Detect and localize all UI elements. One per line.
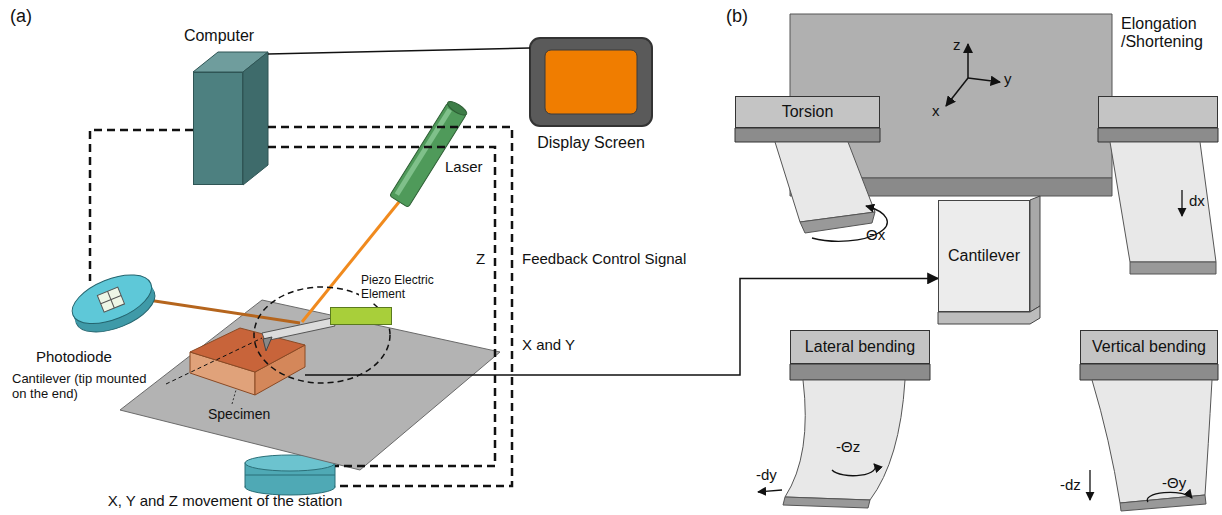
axis-arrows: [946, 78, 968, 106]
node-text: Elongation /Shortening: [1121, 15, 1221, 52]
cantilever-block: [938, 196, 1040, 324]
specimen: Specimen: [190, 328, 305, 395]
cantilever-bar: [263, 337, 272, 351]
vertical-beam: [1092, 380, 1212, 503]
motion-label: -Θz: [836, 438, 860, 455]
cantilever-block: Cantilever: [938, 200, 1030, 312]
panel-label: (b): [726, 6, 748, 27]
connector-label: X and Y: [522, 336, 575, 353]
vertical-beam: [1080, 364, 1218, 380]
computer-case: [193, 52, 268, 185]
vertical-beam: [1147, 492, 1192, 502]
node-text: Piezo Electric Element: [359, 274, 447, 302]
axis-label: x: [932, 102, 940, 119]
elongation-fixture: Elongation /Shortening: [1098, 96, 1218, 128]
axis-arrows: [967, 44, 969, 78]
part-label: Cantilever (tip mounted on the end): [12, 372, 162, 402]
specimen-block: [190, 328, 305, 395]
elongation-beam: [1181, 190, 1182, 216]
connector: [90, 130, 193, 281]
node-text: X, Y and Z movement of the station: [60, 492, 390, 509]
node-text: Photodiode: [36, 348, 112, 365]
display-screen: [530, 38, 652, 126]
node-text: Cantilever: [948, 247, 1020, 265]
vertical-fixture: Vertical bending: [1080, 330, 1218, 364]
photodiode: Photodiode: [66, 275, 156, 330]
connector: [268, 147, 495, 466]
vertical-beam: [1089, 470, 1090, 500]
motion-label: -dz: [1060, 476, 1081, 493]
motion-label: -dy: [756, 466, 777, 483]
cantilever-bar: [262, 318, 335, 351]
elongation-beam: [1110, 142, 1216, 262]
motion-label: dx: [1189, 192, 1205, 209]
lateral-fixture: Lateral bending: [790, 330, 930, 364]
laser-body: [390, 103, 467, 208]
station-base: [245, 475, 335, 476]
vertical-beam: [1120, 495, 1206, 511]
photodiode-body: [97, 287, 124, 312]
elongation-beam: [1098, 128, 1218, 274]
display-screen: [545, 50, 637, 114]
laser-beam: [302, 202, 399, 322]
lateral-beam: [783, 497, 870, 508]
lateral-beam: [790, 364, 930, 380]
vertical-beam: [1080, 364, 1218, 511]
torsion-beam: [735, 128, 880, 142]
station-base: X, Y and Z movement of the station: [245, 460, 335, 490]
cantilever-leader: [166, 338, 262, 384]
cantilever-bar: [262, 318, 335, 341]
computer-box: Computer: [193, 72, 243, 185]
display-screen: Display Screen: [530, 38, 652, 126]
node-text: Torsion: [782, 103, 834, 121]
connector-label: Z: [476, 250, 485, 267]
photodiode-body: [101, 296, 121, 304]
axis-arrows: [946, 44, 1000, 106]
panel-label: (a): [10, 6, 32, 27]
motion-label: -Θy: [1162, 474, 1186, 491]
node-text: Lateral bending: [805, 338, 915, 356]
node-text: Vertical bending: [1092, 338, 1206, 356]
photodiode-body: [65, 265, 161, 342]
station-base: [246, 470, 334, 486]
laser-body: [395, 108, 452, 195]
display-screen: [530, 38, 652, 126]
torsion-beam: [775, 142, 875, 222]
lateral-beam: [832, 464, 875, 476]
torsion-beam: [735, 128, 887, 241]
laser: Laser: [395, 100, 461, 208]
torsion-beam: [800, 212, 875, 233]
connector: [268, 127, 512, 486]
motion-label: Θx: [866, 226, 885, 243]
lateral-beam: [758, 364, 930, 508]
laser-body: [446, 99, 469, 117]
specimen-leader: [232, 390, 236, 404]
elongation-beam: [1130, 262, 1216, 274]
axis-arrows: [968, 78, 1000, 82]
node-text: Specimen: [208, 406, 270, 422]
node-text: Laser: [445, 158, 483, 175]
signal-label: Feedback Control Signal: [522, 250, 686, 267]
station-base: [245, 455, 335, 495]
elongation-beam: [1098, 128, 1218, 142]
connector: [268, 48, 530, 54]
computer-case: [243, 52, 268, 185]
cantilever-block: [1030, 196, 1040, 312]
torsion-fixture: Torsion: [735, 96, 880, 128]
laser-body: [390, 99, 469, 207]
piezo-element: Piezo Electric Element: [330, 307, 392, 325]
lateral-beam: [758, 490, 782, 492]
node-text: Computer: [154, 27, 284, 45]
lateral-beam: [785, 380, 905, 500]
stage-plate: [120, 300, 500, 470]
photodiode-body: [65, 265, 158, 334]
axis-label: y: [1004, 70, 1012, 87]
node-text: Display Screen: [516, 134, 666, 152]
axis-label: z: [953, 36, 961, 53]
